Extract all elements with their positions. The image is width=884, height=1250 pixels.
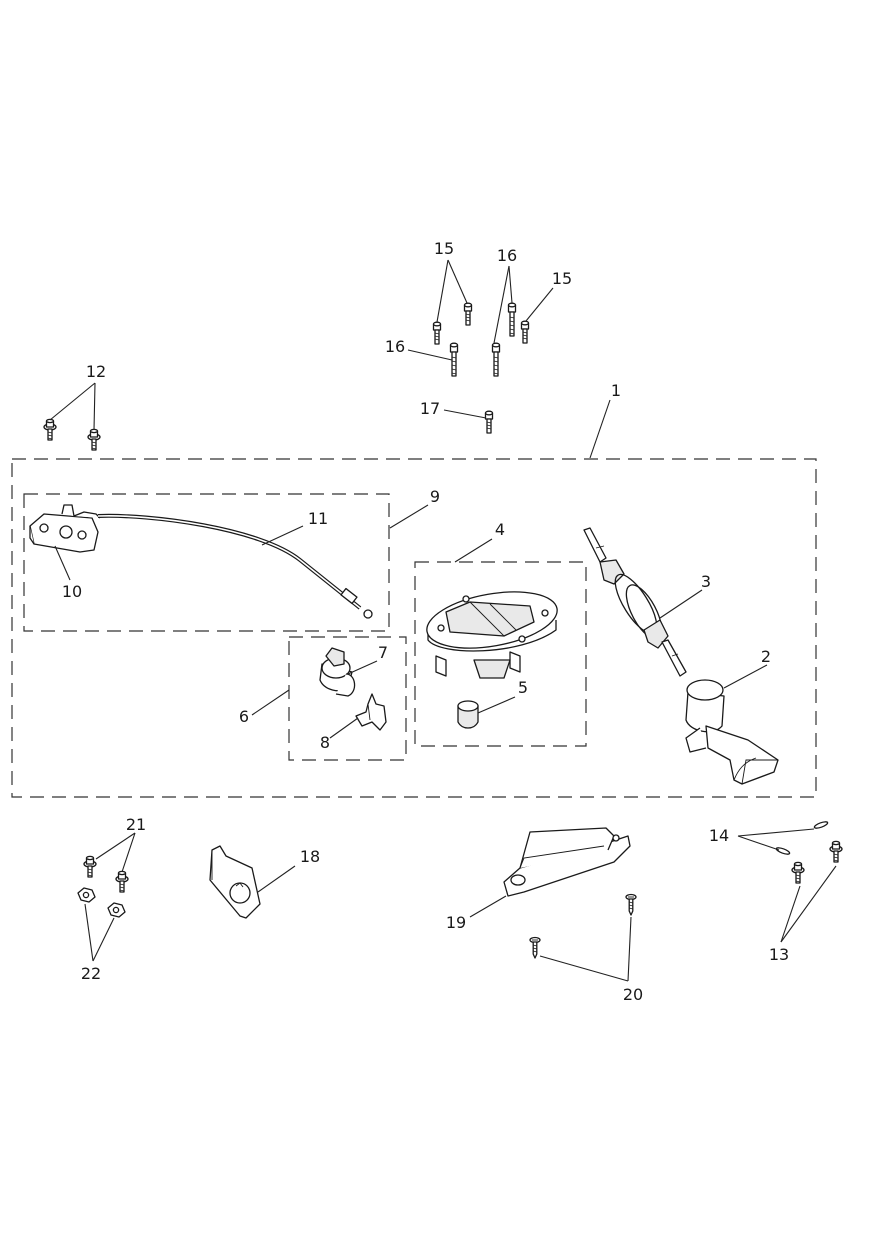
part-20-screw-b[interactable]: [529, 936, 541, 959]
part-7-lock-barrel[interactable]: [319, 647, 356, 697]
part-4-fuel-filler-cap[interactable]: [422, 583, 561, 679]
part-17-bolt[interactable]: [484, 410, 494, 434]
callout-9: 9: [430, 487, 440, 506]
part-15-bolt-b[interactable]: [432, 321, 442, 345]
callout-16-left: 16: [385, 337, 405, 356]
leader-lines: [49, 259, 837, 982]
callout-7: 7: [378, 643, 388, 662]
part-8-retaining-clip[interactable]: [355, 693, 387, 731]
callout-11: 11: [308, 509, 328, 528]
part-22-nut-b[interactable]: [107, 902, 126, 918]
callout-8: 8: [320, 733, 330, 752]
assembly-box-4: [414, 561, 587, 747]
part-10-release-bracket[interactable]: [29, 504, 101, 553]
callout-16-top: 16: [497, 246, 517, 265]
part-21-bolt-a[interactable]: [83, 855, 97, 878]
callout-3: 3: [701, 572, 711, 591]
assembly-box-1: [11, 458, 817, 798]
part-3-keys[interactable]: [583, 527, 687, 677]
part-18-bracket[interactable]: [209, 845, 261, 919]
part-15-bolt-a[interactable]: [463, 302, 473, 326]
part-2-ignition-switch[interactable]: [685, 679, 779, 785]
part-22-nut-a[interactable]: [77, 887, 96, 903]
assembly-box-6: [288, 636, 407, 761]
callout-13: 13: [769, 945, 789, 964]
callout-14: 14: [709, 826, 729, 845]
assembly-box-9: [23, 493, 390, 632]
callout-12: 12: [86, 362, 106, 381]
callout-15-left: 15: [434, 239, 454, 258]
callout-5: 5: [518, 678, 528, 697]
part-21-bolt-b[interactable]: [115, 870, 129, 893]
callout-10: 10: [62, 582, 82, 601]
callout-15-right: 15: [552, 269, 572, 288]
part-12-bolt-a[interactable]: [43, 418, 57, 441]
part-14-oring-b[interactable]: [775, 847, 791, 856]
part-19-control-module[interactable]: [503, 827, 631, 897]
callout-19: 19: [446, 913, 466, 932]
part-16-bolt-c[interactable]: [491, 342, 501, 377]
part-5-grommet[interactable]: [457, 700, 479, 729]
callout-21: 21: [126, 815, 146, 834]
callout-20: 20: [623, 985, 643, 1004]
callout-22: 22: [81, 964, 101, 983]
part-20-screw-a[interactable]: [625, 893, 637, 916]
callout-17: 17: [420, 399, 440, 418]
callout-1: 1: [611, 381, 621, 400]
callout-2: 2: [761, 647, 771, 666]
part-14-oring-a[interactable]: [813, 821, 829, 830]
part-15-bolt-c[interactable]: [520, 320, 530, 344]
part-13-bolt-a[interactable]: [791, 861, 805, 884]
callout-18: 18: [300, 847, 320, 866]
part-11-release-cable[interactable]: [97, 513, 373, 619]
callout-6: 6: [239, 707, 249, 726]
part-12-bolt-b[interactable]: [87, 428, 101, 451]
part-16-bolt-a[interactable]: [507, 302, 517, 337]
callout-labels: 1 2 3 4 5 6 7 8 9 10 11 12 13 14 15 15 1…: [62, 239, 789, 1004]
part-13-bolt-b[interactable]: [829, 840, 843, 863]
callout-4: 4: [495, 520, 505, 539]
